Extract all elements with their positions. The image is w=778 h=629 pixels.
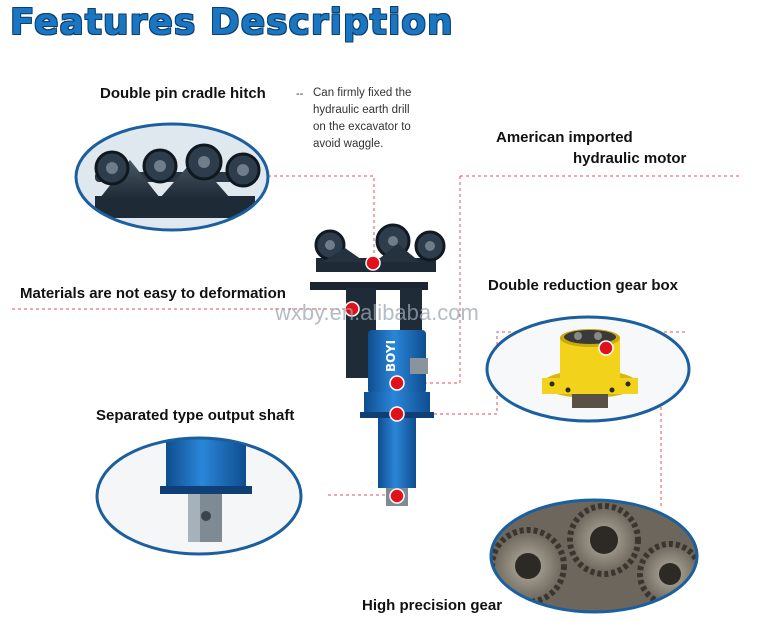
cradle-hitch-detail-image — [74, 122, 270, 232]
gearbox-detail-image — [485, 315, 691, 423]
cradle-note-line: on the excavator to — [313, 121, 411, 133]
marker-shaft — [389, 488, 405, 504]
output-shaft-detail-image — [95, 436, 303, 556]
label-gear: High precision gear — [362, 597, 503, 614]
marker-gearbox — [389, 406, 405, 422]
marker-materials — [344, 301, 360, 317]
leader-line-cradle — [262, 175, 375, 262]
cradle-note: Can firmly fixed the hydraulic earth dri… — [313, 85, 411, 153]
label-shaft: Separated type output shaft — [96, 407, 295, 424]
drill-brand-text: BOYI — [384, 340, 398, 372]
earth-drill-product-image: BOYI — [310, 223, 446, 506]
label-motor-line2: hydraulic motor — [573, 150, 687, 167]
cradle-note-line: avoid waggle. — [313, 138, 384, 150]
watermark: wxby.en.alibaba.com — [275, 300, 479, 325]
marker-cradle — [365, 255, 381, 271]
marker-dots — [344, 255, 614, 504]
label-motor-line1: American imported — [496, 129, 633, 146]
label-gearbox: Double reduction gear box — [488, 277, 679, 294]
page-title: Features Description — [10, 2, 454, 43]
marker-gearbox-detail — [598, 340, 614, 356]
cradle-note-dash: -- — [296, 88, 304, 100]
cradle-note-line: hydraulic earth drill — [313, 104, 410, 116]
label-cradle-hitch: Double pin cradle hitch — [100, 85, 266, 102]
label-materials: Materials are not easy to deformation — [20, 285, 286, 302]
marker-motor — [389, 375, 405, 391]
cradle-note-line: Can firmly fixed the — [313, 87, 412, 99]
precision-gear-detail-image — [489, 498, 699, 614]
